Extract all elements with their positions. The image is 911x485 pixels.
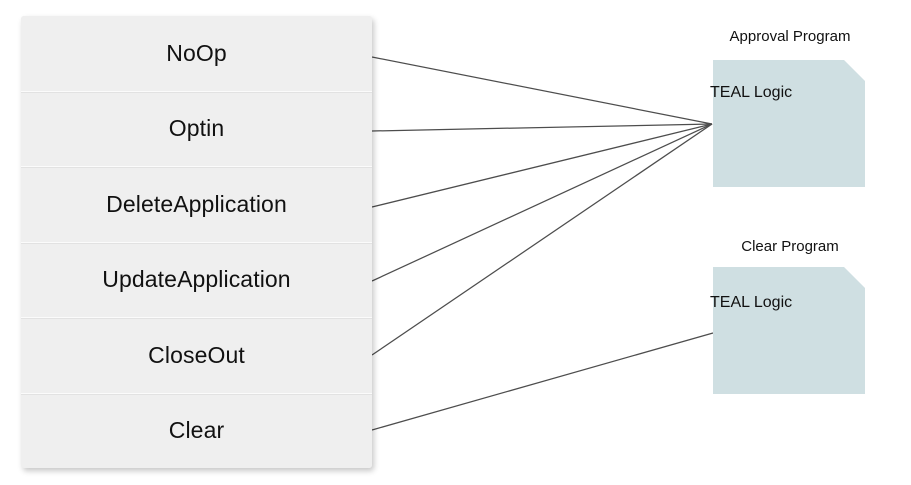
connector-noop-to-approval <box>371 56 713 125</box>
oncomplete-label: UpdateApplication <box>102 266 291 293</box>
connector-close-out-to-approval <box>371 123 713 356</box>
oncomplete-row-delete-application[interactable]: DeleteApplication <box>21 166 372 242</box>
oncomplete-label: Clear <box>168 417 225 444</box>
approval-program-document-shape[interactable] <box>713 60 865 187</box>
oncomplete-row-close-out[interactable]: CloseOut <box>21 317 372 393</box>
connector-delete-application-to-approval <box>371 123 713 208</box>
oncomplete-row-clear[interactable]: Clear <box>21 392 372 468</box>
connector-optin-to-approval <box>371 123 713 132</box>
connector-clear-to-clear <box>371 332 714 431</box>
clear-program-body-text: TEAL Logic <box>710 294 793 311</box>
oncomplete-label: NoOp <box>166 39 227 66</box>
approval-program-title: Approval Program <box>729 28 851 45</box>
oncomplete-row-update-application[interactable]: UpdateApplication <box>21 241 372 317</box>
oncomplete-label: CloseOut <box>148 341 245 368</box>
oncomplete-row-optin[interactable]: Optin <box>21 90 372 166</box>
oncomplete-label: DeleteApplication <box>106 190 287 217</box>
oncomplete-list-panel: NoOp Optin DeleteApplication UpdateAppli… <box>21 16 372 468</box>
oncomplete-label: Optin <box>168 115 225 142</box>
clear-program-document-shape[interactable] <box>713 267 865 394</box>
clear-program-title: Clear Program <box>741 238 839 255</box>
connector-update-application-to-approval <box>371 123 713 282</box>
approval-program-body-text: TEAL Logic <box>710 84 793 101</box>
oncomplete-row-noop[interactable]: NoOp <box>21 16 372 91</box>
